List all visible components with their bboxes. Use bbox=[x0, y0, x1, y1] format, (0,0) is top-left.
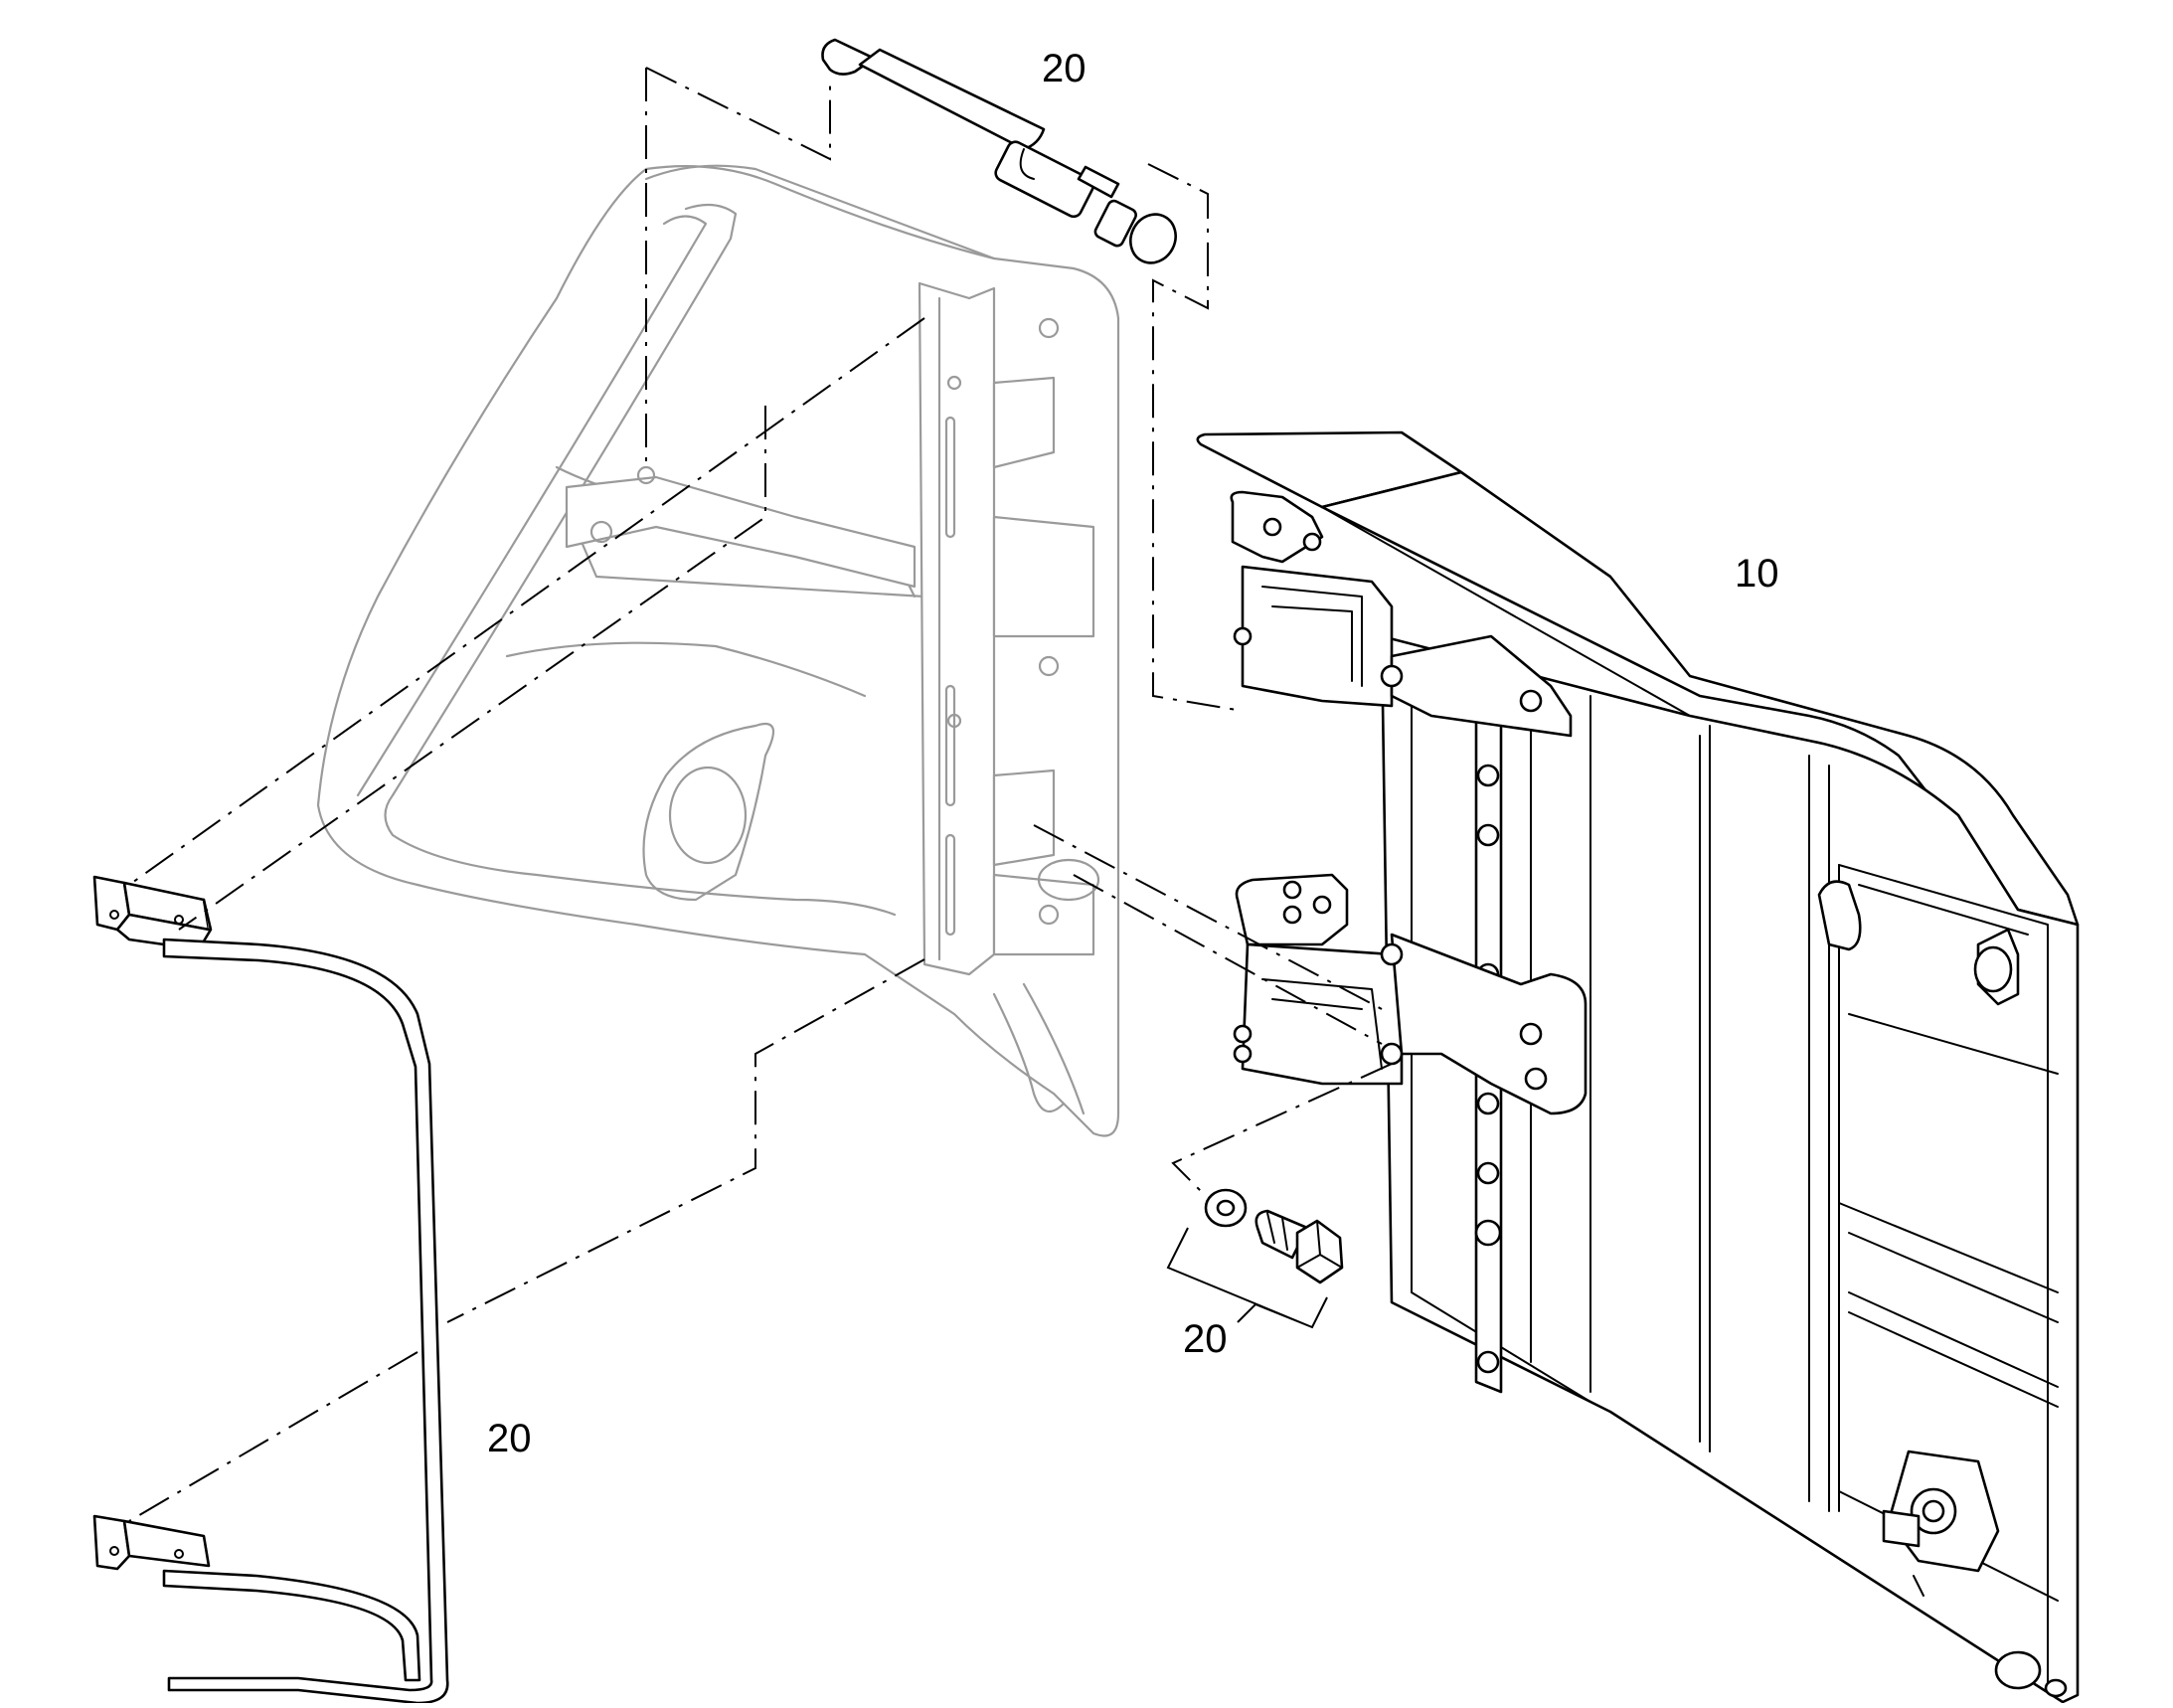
door-panel bbox=[1196, 430, 2080, 1704]
callout-label-grab-handle: 20 bbox=[487, 1417, 532, 1460]
assembly-lines bbox=[128, 67, 1393, 1522]
callout-label-bolt-washer: 20 bbox=[1183, 1317, 1228, 1361]
gas-strut bbox=[821, 38, 1177, 264]
callout-label-door-panel: 10 bbox=[1735, 552, 1779, 596]
callout-label-gas-strut: 20 bbox=[1042, 47, 1086, 90]
bolt-callout-bracket bbox=[1166, 1227, 1328, 1329]
bolt-washer bbox=[1204, 1188, 1344, 1284]
housing-ghost bbox=[316, 164, 1120, 1137]
grab-handle bbox=[92, 875, 449, 1705]
